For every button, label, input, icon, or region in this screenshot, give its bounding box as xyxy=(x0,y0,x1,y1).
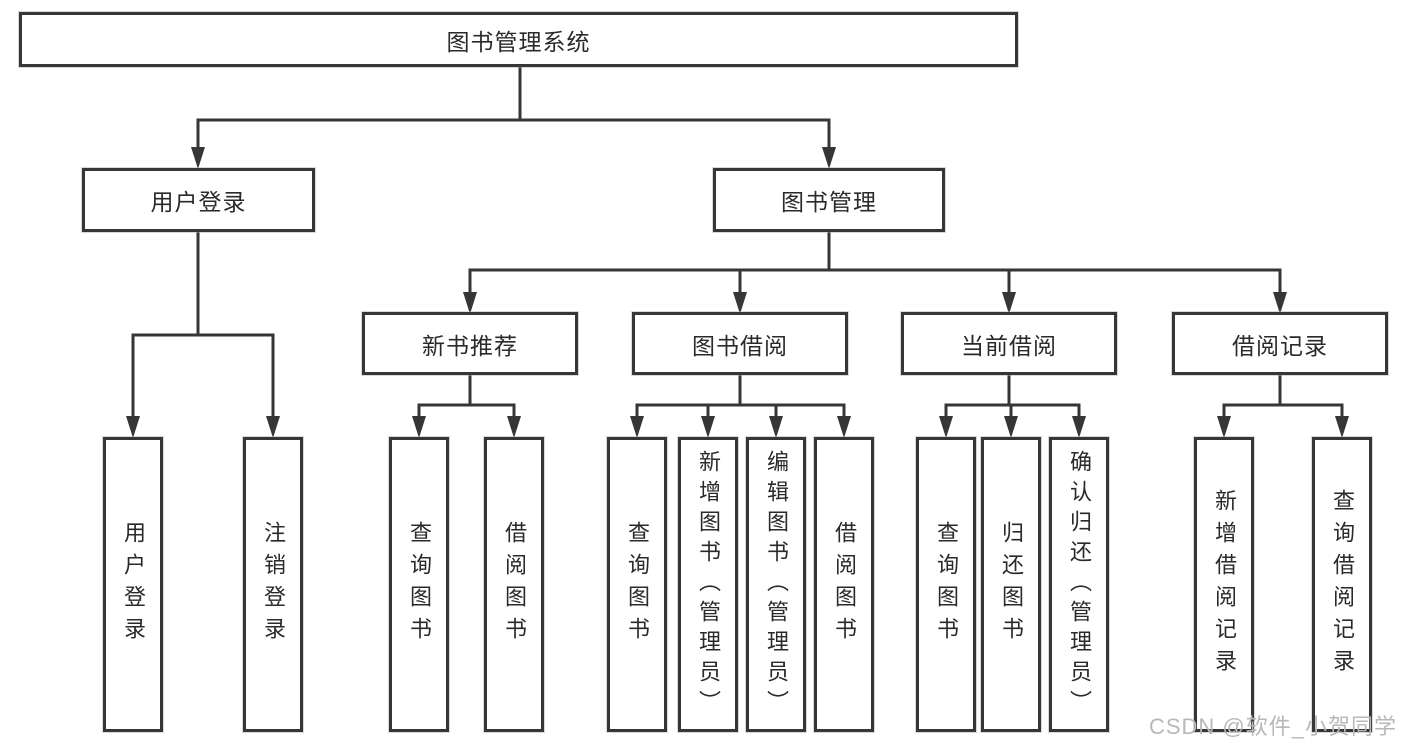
leaf-return-books: 归还图书 xyxy=(981,437,1041,732)
leaf-user-login-label: 用户登录 xyxy=(121,520,146,649)
leaf-query-books-3: 查询图书 xyxy=(916,437,976,732)
node-library-management-system: 图书管理系统 xyxy=(19,12,1018,67)
leaf-return-books-label: 归还图书 xyxy=(999,520,1024,649)
node-new-book-recommendation: 新书推荐 xyxy=(362,312,578,375)
leaf-query-books-2: 查询图书 xyxy=(607,437,667,732)
node-current-borrowing: 当前借阅 xyxy=(901,312,1117,375)
leaf-confirm-return-admin: 确认归还（管理员） xyxy=(1049,437,1109,732)
leaf-query-books-1-label: 查询图书 xyxy=(407,520,432,649)
leaf-borrow-books-2-label: 借阅图书 xyxy=(832,520,857,649)
node-borrowing-records: 借阅记录 xyxy=(1172,312,1388,375)
leaf-logout-label: 注销登录 xyxy=(261,520,286,649)
leaf-query-books-2-label: 查询图书 xyxy=(625,520,650,649)
leaf-confirm-return-admin-label: 确认归还（管理员） xyxy=(1067,449,1092,720)
leaf-logout: 注销登录 xyxy=(243,437,303,732)
leaf-borrow-books-1-label: 借阅图书 xyxy=(502,520,527,649)
node-book-borrowing: 图书借阅 xyxy=(632,312,848,375)
csdn-watermark: CSDN @软件_小贺同学 xyxy=(1148,714,1397,739)
leaf-query-books-3-label: 查询图书 xyxy=(934,520,959,649)
leaf-add-books-admin: 新增图书（管理员） xyxy=(678,437,738,732)
node-user-login: 用户登录 xyxy=(82,168,315,232)
arrowheads xyxy=(126,147,1349,438)
leaf-user-login: 用户登录 xyxy=(103,437,163,732)
node-book-management: 图书管理 xyxy=(713,168,945,232)
leaf-add-borrow-record: 新增借阅记录 xyxy=(1194,437,1254,732)
leaf-edit-books-admin-label: 编辑图书（管理员） xyxy=(764,449,789,720)
leaf-borrow-books-2: 借阅图书 xyxy=(814,437,874,732)
leaf-edit-books-admin: 编辑图书（管理员） xyxy=(746,437,806,732)
leaf-add-borrow-record-label: 新增借阅记录 xyxy=(1212,488,1237,681)
leaf-add-books-admin-label: 新增图书（管理员） xyxy=(696,449,721,720)
leaf-query-books-1: 查询图书 xyxy=(389,437,449,732)
leaf-query-borrow-record-label: 查询借阅记录 xyxy=(1330,488,1355,681)
leaf-query-borrow-record: 查询借阅记录 xyxy=(1312,437,1372,732)
leaf-borrow-books-1: 借阅图书 xyxy=(484,437,544,732)
